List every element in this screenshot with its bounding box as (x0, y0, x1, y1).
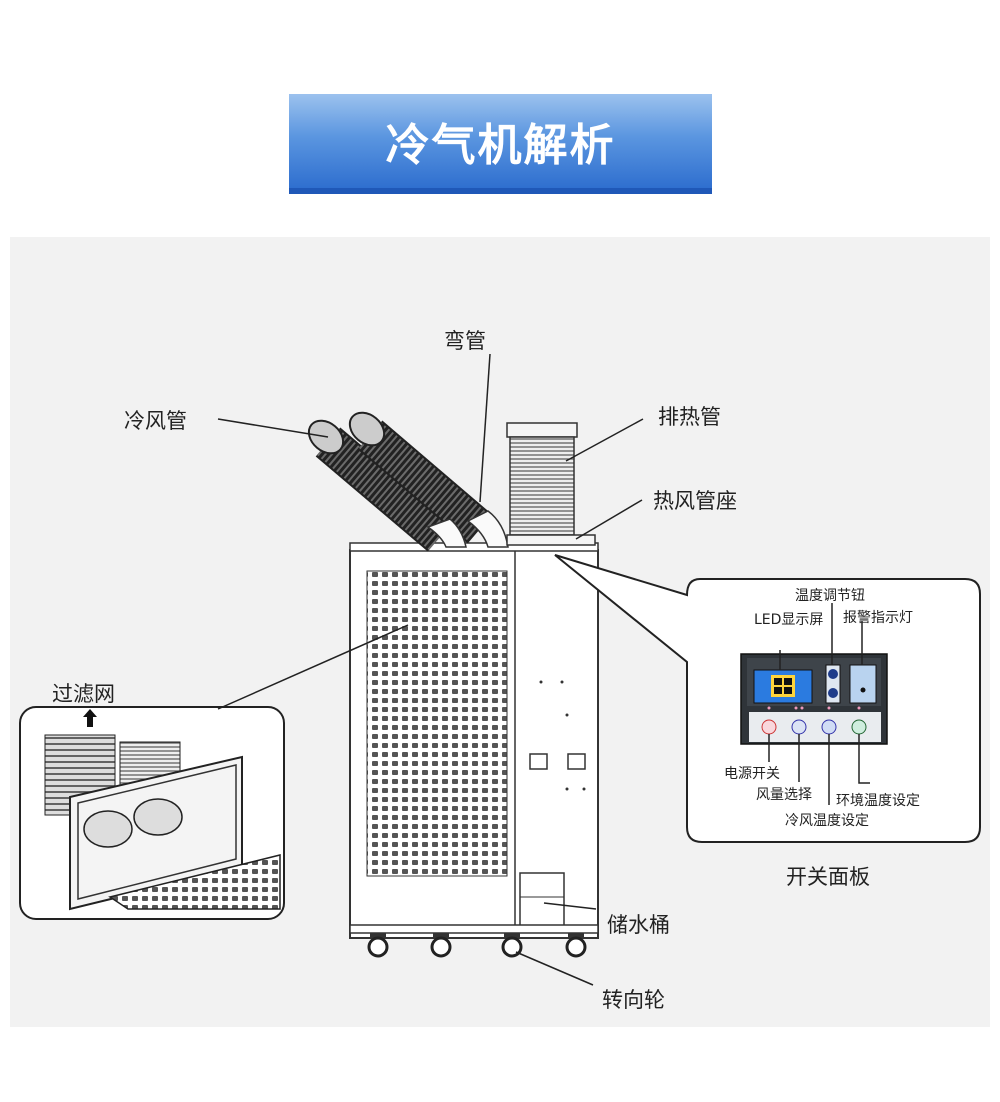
label-elbow: 弯管 (444, 329, 486, 353)
casters (367, 933, 587, 958)
diagram-panel: 弯管 冷风管 排热管 热风管座 过滤网 储水桶 转向轮 开关面板 温度调节钮 L… (10, 237, 990, 1027)
unit-body (349, 542, 599, 939)
air-conditioner-diagram (19, 353, 981, 986)
label-water-tank: 储水桶 (607, 913, 670, 937)
cold-air-ducts (307, 411, 509, 552)
exhaust-duct (506, 422, 596, 546)
label-power-switch: 电源开关 (724, 766, 780, 782)
label-fan-select: 风量选择 (756, 787, 812, 803)
filter-callout (19, 706, 285, 920)
label-cold-temp: 冷风温度设定 (785, 813, 869, 829)
label-ambient-temp: 环境温度设定 (836, 793, 920, 809)
label-hot-duct-base: 热风管座 (653, 489, 737, 513)
label-alarm-light: 报警指示灯 (843, 610, 913, 626)
control-panel-callout (554, 554, 981, 843)
label-caster: 转向轮 (602, 988, 665, 1012)
label-exhaust-duct: 排热管 (658, 405, 721, 429)
page-title: 冷气机解析 (385, 120, 616, 171)
label-led-display: LED显示屏 (754, 612, 824, 628)
label-panel-caption: 开关面板 (786, 865, 870, 889)
label-filter: 过滤网 (52, 682, 115, 706)
leader-lines (217, 353, 870, 986)
title-banner: 冷气机解析 (289, 94, 712, 194)
label-temp-knob: 温度调节钮 (795, 588, 865, 604)
label-cold-duct: 冷风管 (124, 409, 187, 433)
